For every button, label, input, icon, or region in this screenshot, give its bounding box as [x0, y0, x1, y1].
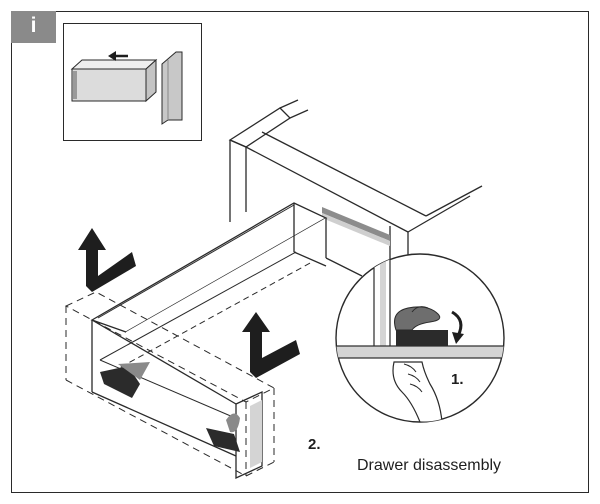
inset-drawer	[70, 58, 158, 103]
inset-arrow-left-icon	[108, 51, 128, 61]
info-badge: i	[11, 11, 56, 43]
figure-caption: Drawer disassembly	[357, 457, 502, 474]
step-2-label: 2.	[308, 436, 321, 453]
drawer-front-ghost	[64, 291, 276, 477]
detail-circle	[335, 253, 505, 423]
cabinet	[228, 99, 483, 280]
inset-cabinet-side	[161, 51, 183, 125]
overview-inset	[63, 23, 202, 141]
right-front-clip	[206, 413, 240, 452]
rotate-arrow-icon	[451, 310, 464, 344]
runner-rail	[322, 207, 390, 246]
drawer-box	[90, 202, 363, 480]
left-front-clip	[100, 362, 150, 398]
step-1-label: 1.	[451, 371, 464, 388]
arrow-up-right-icon	[242, 312, 300, 378]
figure-frame	[11, 11, 589, 493]
arrow-up-left-icon	[78, 228, 136, 292]
